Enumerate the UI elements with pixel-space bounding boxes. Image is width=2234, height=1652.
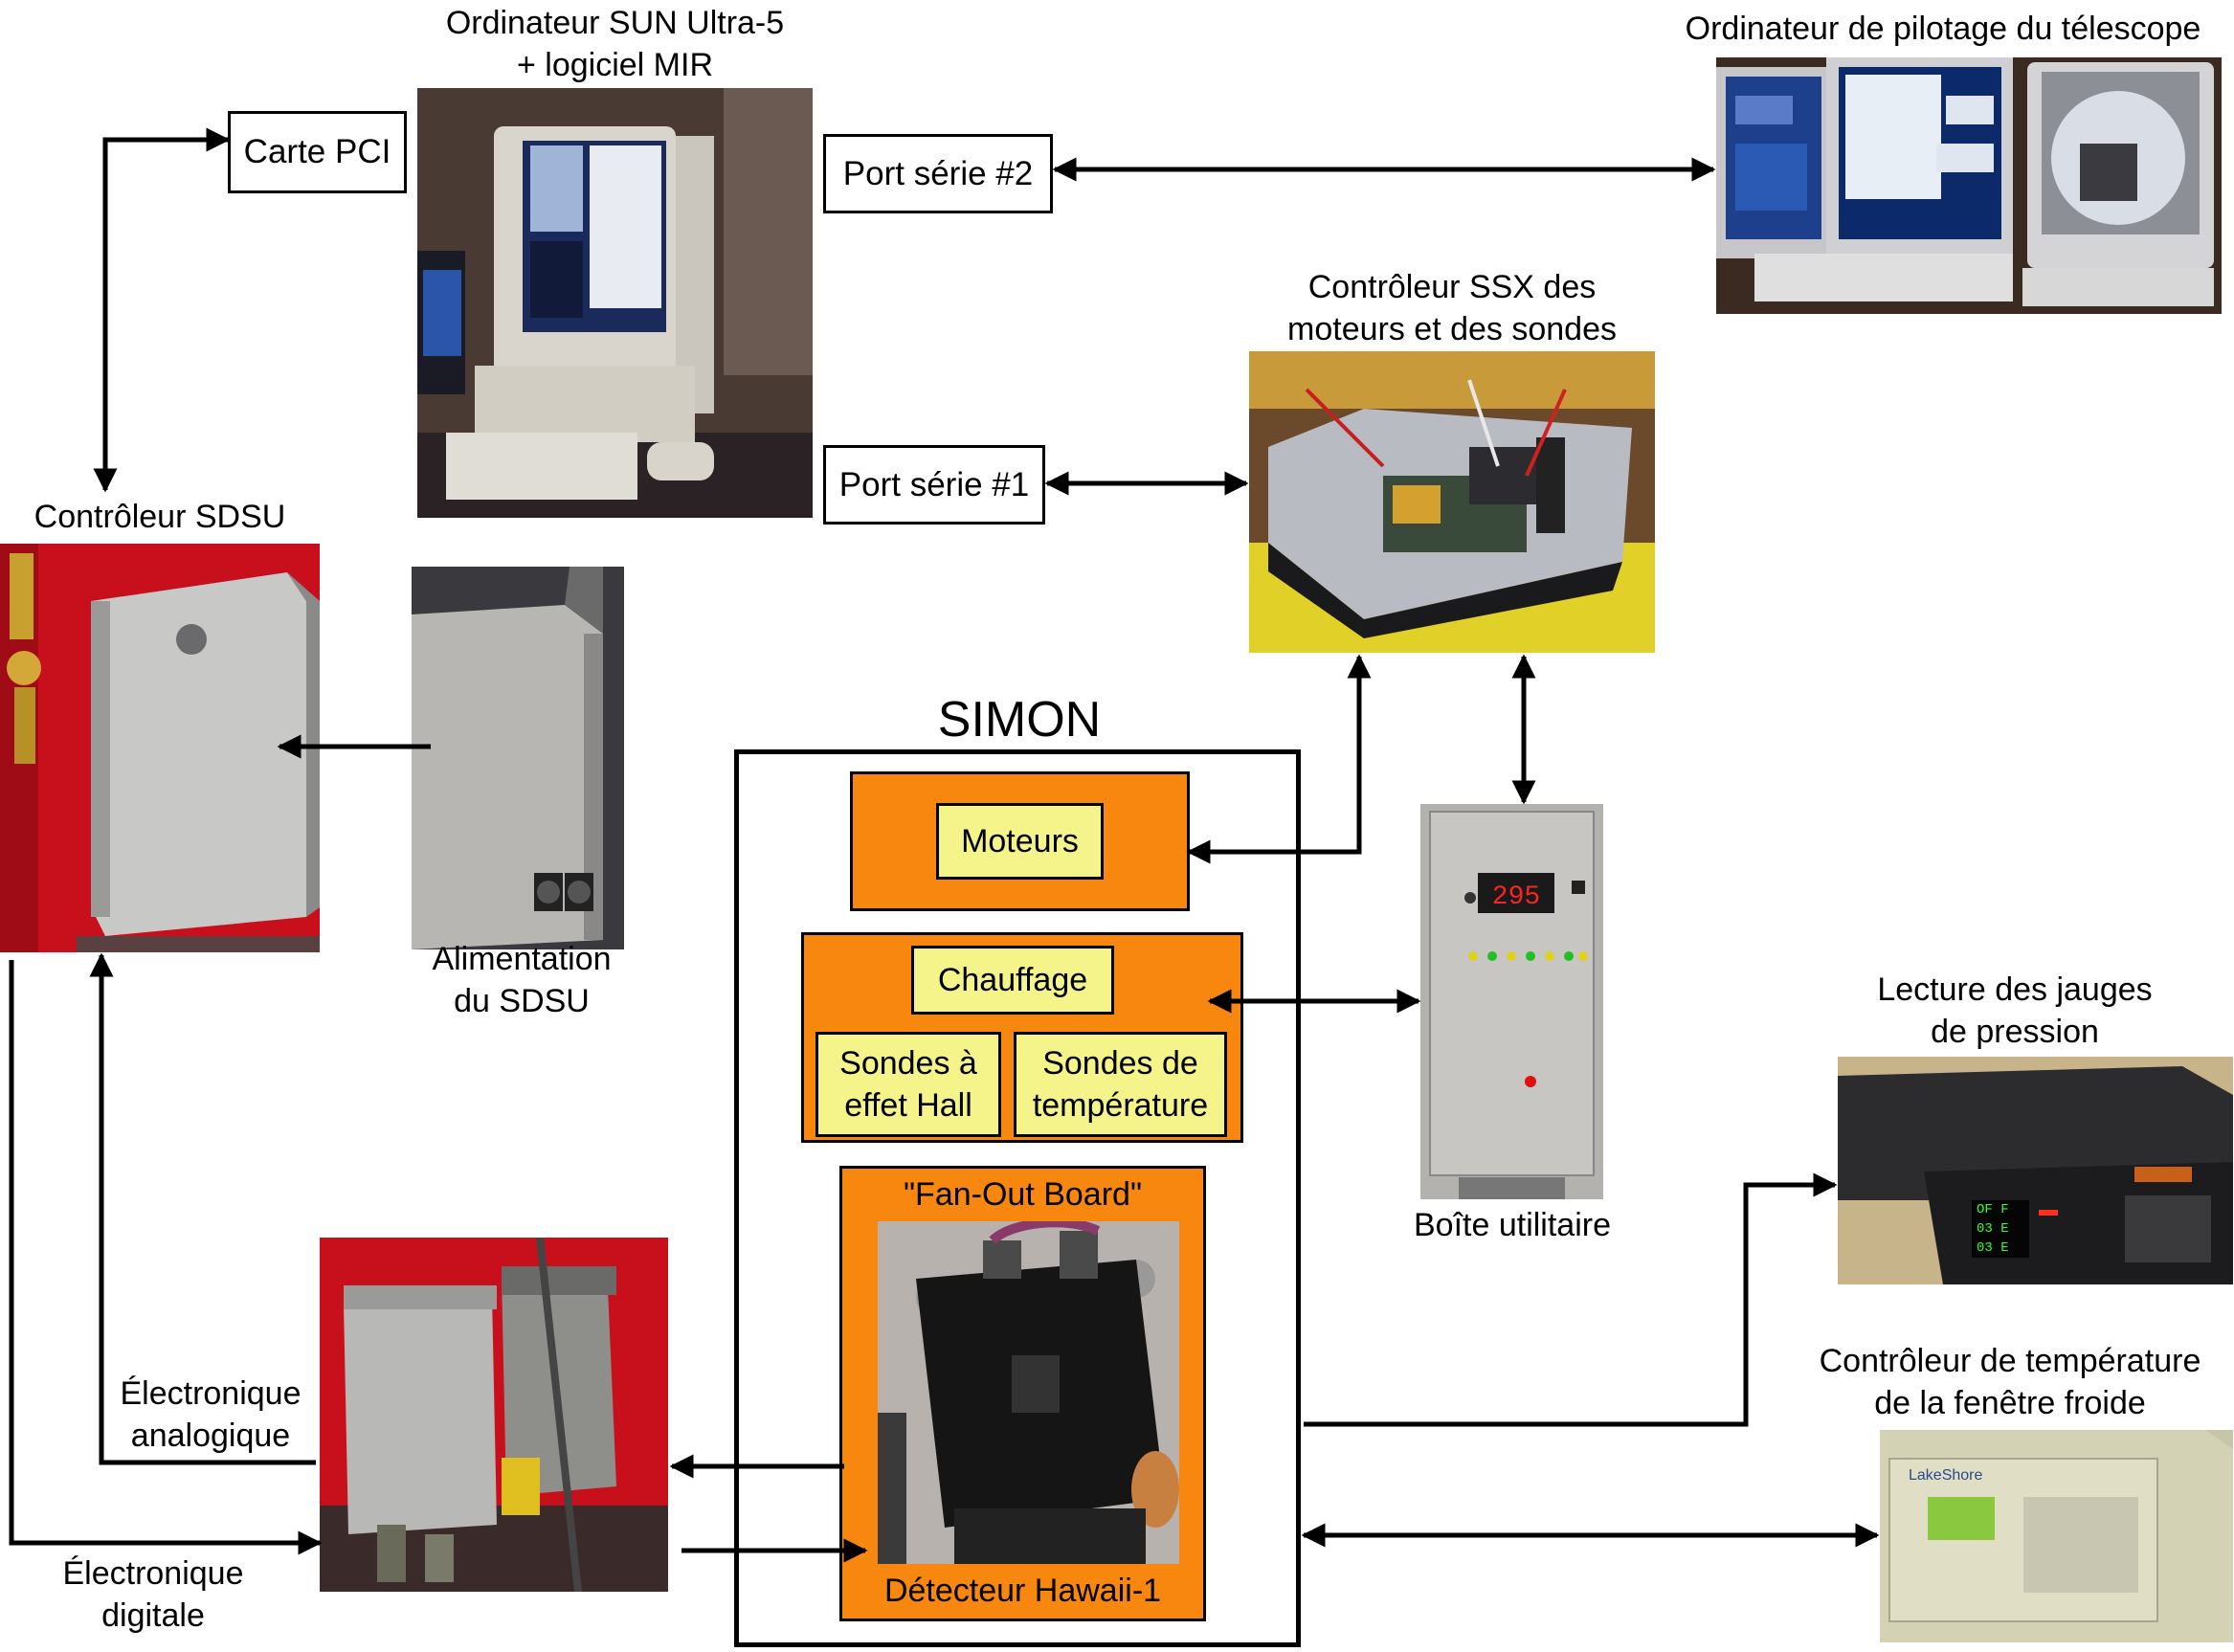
cold-window-photo: LakeShore [1880, 1430, 2233, 1642]
cold-window-brand-text: LakeShore [1909, 1467, 1982, 1484]
pressure-gauges-label: Lecture des jauges de pression [1799, 969, 2230, 1053]
cold-window-label: Contrôleur de température de la fenêtre … [1790, 1340, 2230, 1424]
serial-port-1-box: Port série #1 [823, 445, 1045, 525]
heating-label: Chauffage [911, 946, 1114, 1015]
pressure-gauge-photo: OF F 03 E 03 E [1838, 1057, 2233, 1284]
pci-card-box: Carte PCI [228, 111, 407, 193]
pressure-gauges-label-line2: de pression [1931, 1014, 2099, 1050]
pressure-readout-2: 03 E [1977, 1221, 2009, 1237]
telescope-computer-label: Ordinateur de pilotage du télescope [1685, 11, 2201, 47]
hall-probes-line1: Sondes à [839, 1045, 977, 1082]
digital-label-line1: Électronique [62, 1555, 244, 1592]
ssx-controller-label: Contrôleur SSX des moteurs et des sondes [1249, 266, 1655, 350]
electronics-photo [320, 1238, 668, 1592]
analog-label: Électronique analogique [96, 1373, 325, 1457]
fanout-title: "Fan-Out Board" [903, 1176, 1143, 1213]
simon-frame [734, 749, 1301, 1647]
analog-to-sdsu-link [89, 952, 316, 1465]
pressure-readout-1: OF F [1977, 1202, 2009, 1217]
detector-label: Détecteur Hawaii-1 [883, 1573, 1162, 1609]
detector-photo [878, 1221, 1179, 1564]
simon-title: SIMON [937, 692, 1102, 748]
analog-label-line2: analogique [130, 1418, 291, 1454]
utility-display-text: 295 [1492, 882, 1540, 912]
sdsu-power-label-line1: Alimentation [432, 941, 612, 977]
digital-label-line2: digitale [101, 1597, 205, 1634]
sun-computer-photo [417, 88, 813, 518]
temp-probes-line2: température [1032, 1087, 1209, 1124]
sdsu-controller-label: Contrôleur SDSU [34, 499, 286, 535]
sun-computer-label-line1: Ordinateur SUN Ultra-5 [445, 5, 785, 41]
sdsu-to-digital-link [9, 960, 323, 1555]
telescope-computer-photo [1716, 57, 2222, 314]
cold-window-label-line1: Contrôleur de température [1819, 1343, 2201, 1379]
cold-window-label-line2: de la fenêtre froide [1874, 1385, 2146, 1421]
serial-port-2-box: Port série #2 [823, 134, 1053, 213]
digital-label: Électronique digitale [38, 1552, 268, 1637]
analog-label-line1: Électronique [120, 1375, 302, 1412]
temp-probes-line1: Sondes de [1042, 1045, 1198, 1082]
sun-computer-label: Ordinateur SUN Ultra-5 + logiciel MIR [417, 2, 813, 86]
ssx-controller-photo [1249, 351, 1655, 653]
simon-pressure-link [1304, 1172, 1838, 1427]
ssx-controller-label-line2: moteurs et des sondes [1287, 311, 1617, 347]
utility-box-label: Boîte utilitaire [1414, 1207, 1611, 1243]
pressure-readout-3: 03 E [1977, 1240, 2009, 1256]
ssx-motors-link [1186, 654, 1372, 864]
pressure-gauges-label-line1: Lecture des jauges [1877, 971, 2153, 1008]
sdsu-power-photo [412, 567, 624, 949]
sdsu-power-label: Alimentation du SDSU [402, 938, 641, 1022]
hall-probes-label: Sondes à effet Hall [815, 1032, 1001, 1137]
utility-box-photo: 295 [1420, 804, 1603, 1199]
sdsu-controller-photo [0, 544, 320, 952]
motors-label: Moteurs [936, 803, 1104, 880]
pci-sdsu-link [93, 127, 231, 493]
sdsu-power-label-line2: du SDSU [454, 983, 590, 1019]
hall-probes-line2: effet Hall [844, 1087, 972, 1124]
sun-computer-label-line2: + logiciel MIR [516, 47, 713, 83]
ssx-controller-label-line1: Contrôleur SSX des [1307, 269, 1597, 305]
temp-probes-label: Sondes de température [1014, 1032, 1227, 1137]
